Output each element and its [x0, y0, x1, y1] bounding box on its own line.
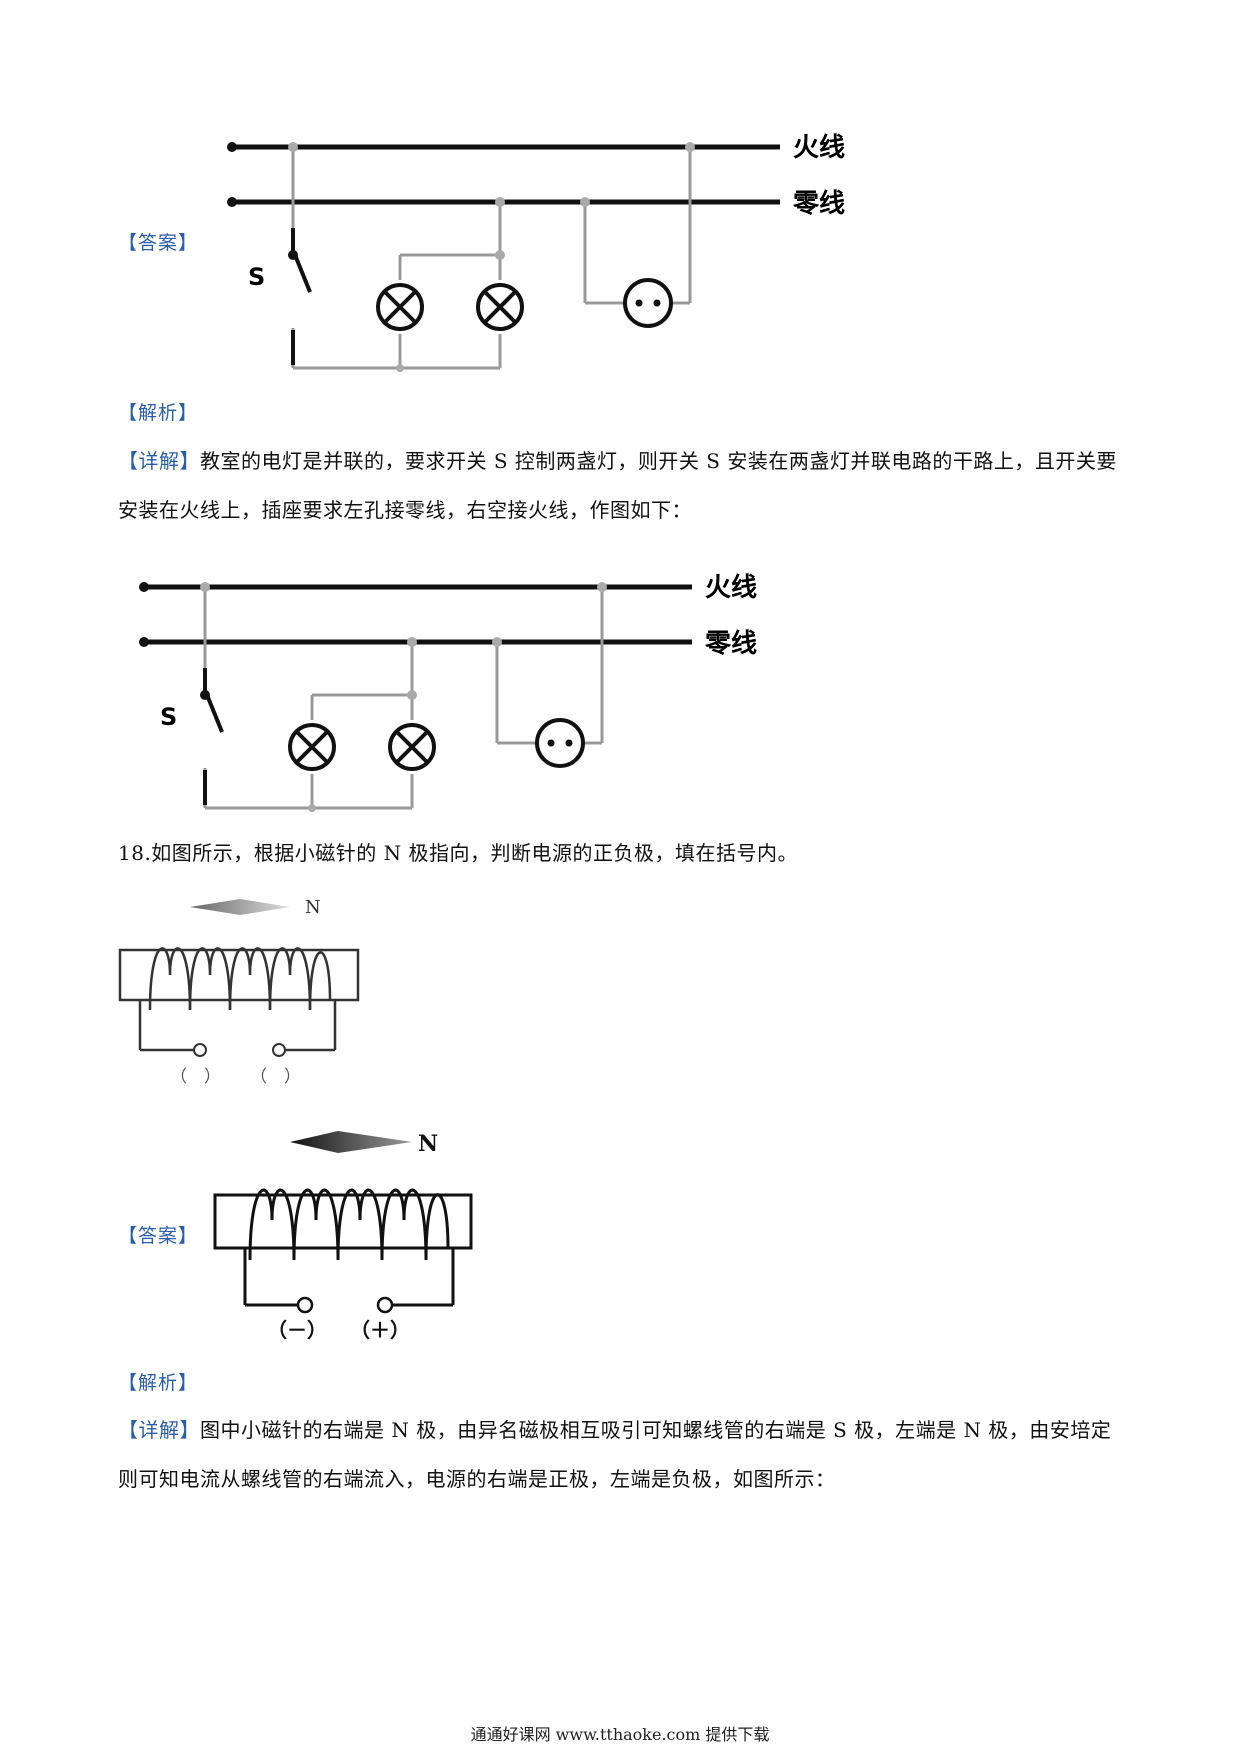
question-18-text: 18.如图所示，根据小磁针的 N 极指向，判断电源的正负极，填在括号内。 [118, 841, 799, 865]
solenoid-question-diagram: N （ ） （ ） [118, 897, 360, 1087]
compass-needle-icon-2 [290, 1131, 412, 1153]
detail-tag: 【详解】 [118, 449, 200, 473]
north-label: N [305, 897, 321, 918]
switch-label: S [248, 263, 265, 291]
neutral-wire-label: 零线 [793, 189, 845, 219]
circuit-diagram-explanation: 火线 零线 S [139, 573, 757, 812]
detail-paragraph-1: 【详解】教室的电灯是并联的，要求开关 S 控制两盏灯，则开关 S 安装在两盏灯并… [118, 449, 1117, 522]
detail-tag-2: 【详解】 [118, 1418, 200, 1442]
analysis-tag: 【解析】 [118, 402, 199, 424]
left-bracket: （ ） [170, 1067, 221, 1087]
socket-icon-2 [535, 718, 585, 768]
live-wire-label: 火线 [793, 133, 845, 163]
analysis-tag-2: 【解析】 [118, 1372, 199, 1394]
left-terminal-label: （－） [267, 1318, 327, 1342]
right-bracket: （ ） [250, 1067, 301, 1087]
neutral-wire-label-2: 零线 [705, 629, 757, 659]
lamp-2-icon [476, 283, 524, 331]
lamp-3-icon [288, 723, 336, 771]
compass-needle-icon [190, 899, 290, 915]
circuit-diagram-answer: 火线 零线 S [227, 133, 845, 372]
answer-tag: 【答案】 [118, 232, 199, 254]
solenoid-answer-diagram: N （－） （＋） [213, 1131, 473, 1342]
north-label-2: N [418, 1131, 438, 1157]
switch-label-2: S [160, 703, 177, 731]
answer-tag-2: 【答案】 [118, 1225, 199, 1247]
page-footer: 通通好课网 www.tthaoke.com 提供下载 [470, 1725, 770, 1744]
right-terminal-label: （＋） [350, 1318, 410, 1342]
socket-icon [623, 278, 673, 328]
lamp-1-icon [376, 283, 424, 331]
lamp-4-icon [388, 723, 436, 771]
live-wire-label-2: 火线 [705, 573, 757, 603]
detail-paragraph-2: 【详解】图中小磁针的右端是 N 极，由异名磁极相互吸引可知螺线管的右端是 S 极… [118, 1418, 1112, 1491]
